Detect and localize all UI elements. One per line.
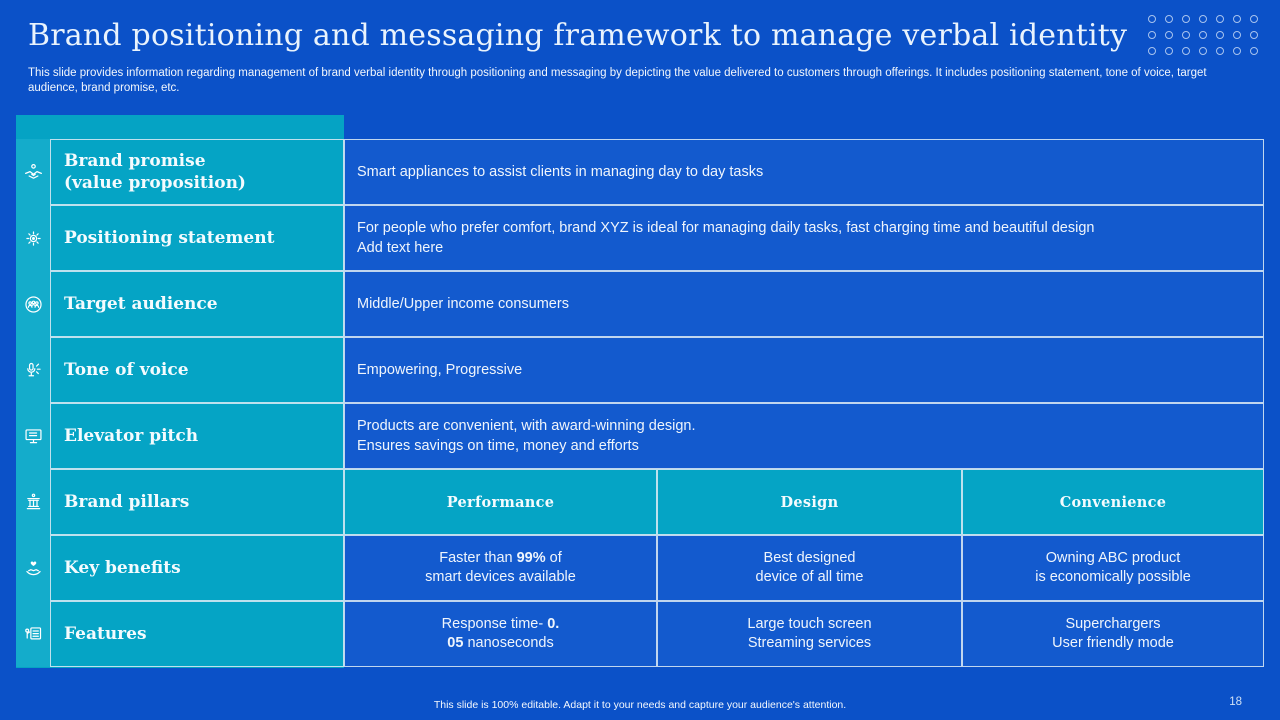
presentation-icon [16,403,50,469]
text-run: nanoseconds [463,635,554,651]
checklist-icon [16,601,50,667]
content-line: Smart appliances to assist clients in ma… [357,164,764,180]
page-title: Brand positioning and messaging framewor… [28,18,1128,53]
page-number: 18 [1229,696,1242,708]
pillar-header-performance: Performance [344,469,657,535]
content-line: Best designed [763,550,856,566]
footer-note: This slide is 100% editable. Adapt it to… [433,699,847,711]
slide-subtitle: This slide provides information regardin… [28,67,1207,94]
pillar-header-convenience: Convenience [962,469,1264,535]
cell-key-benefits-performance: Faster than 99% of smart devices availab… [344,535,657,601]
pillar-header-text: Convenience [1059,493,1167,511]
label-line: Elevator pitch [64,426,199,446]
row-label-tone-of-voice: Tone of voice [50,337,344,403]
cell-target-audience-content: Middle/Upper income consumers [344,271,1264,337]
content-line: Large touch screen [747,616,872,632]
label-line: (value proposition) [64,173,246,193]
cell-elevator-pitch-content: Products are convenient, with award-winn… [344,403,1264,469]
label-line: Brand promise [64,151,206,171]
text-run-bold: 0. [547,616,560,632]
framework-table: Brand promise (value proposition) Smart … [50,139,1264,667]
cell-brand-promise-content: Smart appliances to assist clients in ma… [344,139,1264,205]
cell-key-benefits-design: Best designed device of all time [657,535,962,601]
label-line: Target audience [64,294,218,314]
microphone-icon [16,337,50,403]
cell-features-design: Large touch screen Streaming services [657,601,962,667]
row-label-brand-pillars: Brand pillars [50,469,344,535]
cell-key-benefits-convenience: Owning ABC product is economically possi… [962,535,1264,601]
content-line: Products are convenient, with award-winn… [357,418,696,434]
content-line: smart devices available [425,569,576,585]
label-line: Tone of voice [64,360,189,380]
sun-icon [16,205,50,271]
content-line: Response time- 0. [442,615,560,634]
text-run: Faster than [439,550,517,566]
content-line: Faster than 99% of [439,549,562,568]
content-line: User friendly mode [1052,635,1174,651]
content-line: Empowering, Progressive [357,362,523,378]
text-run: Response time- [441,616,548,632]
row-label-elevator-pitch: Elevator pitch [50,403,344,469]
handshake-icon [16,139,50,205]
row-icon-strip [16,139,50,667]
hand-heart-icon [16,535,50,601]
content-line: device of all time [755,569,864,585]
label-line: Features [64,624,147,644]
content-line: Superchargers [1065,616,1161,632]
text-run: of [545,550,562,566]
label-line: Key benefits [64,558,181,578]
pillar-header-text: Design [780,493,839,511]
row-label-target-audience: Target audience [50,271,344,337]
pillar-header-text: Performance [446,493,555,511]
content-line: Middle/Upper income consumers [357,296,569,312]
row-label-key-benefits: Key benefits [50,535,344,601]
content-line: Ensures savings on time, money and effor… [357,438,639,454]
content-line: Add text here [357,240,444,256]
cell-features-performance: Response time- 0. 05 nanoseconds [344,601,657,667]
content-line: Owning ABC product [1045,550,1181,566]
label-line: Brand pillars [64,492,190,512]
pillar-header-design: Design [657,469,962,535]
row-label-features: Features [50,601,344,667]
cell-positioning-statement-content: For people who prefer comfort, brand XYZ… [344,205,1264,271]
text-run-bold: 05 [447,635,464,651]
row-label-brand-promise: Brand promise (value proposition) [50,139,344,205]
content-line: is economically possible [1035,569,1191,585]
content-line: Streaming services [747,635,872,651]
cell-tone-of-voice-content: Empowering, Progressive [344,337,1264,403]
dots-decoration-icon [1148,15,1258,55]
text-run-bold: 99% [516,550,546,566]
pillars-icon [16,469,50,535]
audience-icon [16,271,50,337]
cell-features-convenience: Superchargers User friendly mode [962,601,1264,667]
row-label-positioning-statement: Positioning statement [50,205,344,271]
label-line: Positioning statement [64,228,275,248]
content-line: For people who prefer comfort, brand XYZ… [357,220,1095,236]
content-line: 05 nanoseconds [447,634,553,653]
